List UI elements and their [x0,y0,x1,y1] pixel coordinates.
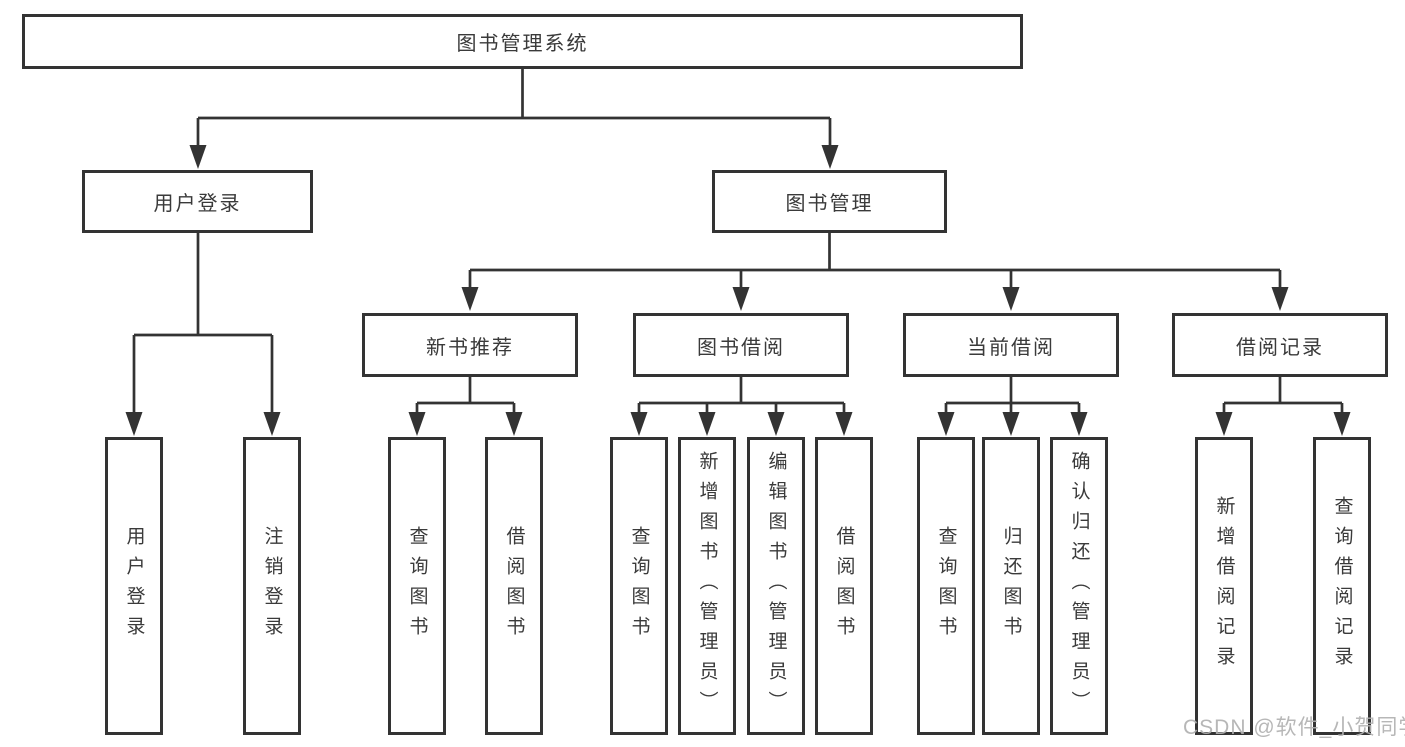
leaf-newbook-query-books: 查询图书 [388,437,446,735]
arrow-down-icon [767,412,785,436]
arrow-down-icon [1271,287,1289,311]
node-label: 新增图书（管理员） [696,451,718,721]
leaf-current-query-books: 查询图书 [917,437,975,735]
arrow-down-icon [821,145,839,169]
arrow-down-icon [1070,412,1088,436]
node-label: 确认归还（管理员） [1068,451,1090,721]
node-label: 新书推荐 [426,336,514,359]
arrow-down-icon [408,412,426,436]
node-current-borrow: 当前借阅 [903,313,1119,377]
node-book-management: 图书管理 [712,170,947,233]
node-label: 用户登录 [123,526,145,646]
node-label: 注销登录 [261,526,283,646]
node-new-book-recommend: 新书推荐 [362,313,578,377]
arrow-down-icon [263,412,281,436]
connector-book-borrow-children [630,377,853,436]
node-label: 图书管理系统 [456,33,589,55]
node-label: 编辑图书（管理员） [765,451,787,721]
node-label: 查询图书 [406,526,428,646]
node-label: 查询借阅记录 [1331,496,1353,676]
leaf-newbook-borrow-books: 借阅图书 [485,437,543,735]
arrow-down-icon [125,412,143,436]
node-label: 新增借阅记录 [1213,496,1235,676]
arrow-down-icon [630,412,648,436]
leaf-records-query-borrow-record: 查询借阅记录 [1313,437,1371,735]
leaf-borrow-add-books-admin: 新增图书（管理员） [678,437,736,735]
connector-user-login-children [125,233,281,436]
arrow-down-icon [732,287,750,311]
leaf-borrow-borrow-books: 借阅图书 [815,437,873,735]
arrow-down-icon [189,145,207,169]
leaf-borrow-edit-books-admin: 编辑图书（管理员） [747,437,805,735]
node-borrow-records: 借阅记录 [1172,313,1388,377]
connector-book-management-to-level3 [461,233,1289,311]
leaf-user-login: 用户登录 [105,437,163,735]
node-label: 查询图书 [628,526,650,646]
connector-new-book-children [408,377,523,436]
arrow-down-icon [461,287,479,311]
node-label: 用户登录 [153,193,242,215]
leaf-logout: 注销登录 [243,437,301,735]
node-label: 归还图书 [1000,526,1022,646]
leaf-current-return-books: 归还图书 [982,437,1040,735]
connector-borrow-records-children [1215,377,1351,436]
leaf-borrow-query-books: 查询图书 [610,437,668,735]
node-user-login: 用户登录 [82,170,313,233]
arrow-down-icon [937,412,955,436]
arrow-down-icon [835,412,853,436]
node-book-borrow: 图书借阅 [633,313,849,377]
node-label: 查询图书 [935,526,957,646]
leaf-records-add-borrow-record: 新增借阅记录 [1195,437,1253,735]
connector-root-to-level2 [189,69,839,169]
node-library-management-system: 图书管理系统 [22,14,1023,69]
connector-current-borrow-children [937,377,1088,436]
arrow-down-icon [1002,287,1020,311]
leaf-current-confirm-return-admin: 确认归还（管理员） [1050,437,1108,735]
node-label: 当前借阅 [967,336,1055,359]
arrow-down-icon [1333,412,1351,436]
node-label: 借阅记录 [1236,336,1324,359]
node-label: 借阅图书 [503,526,525,646]
arrow-down-icon [698,412,716,436]
node-label: 图书借阅 [697,336,785,359]
csdn-watermark: CSDN @软件_小贺同学 [1183,716,1405,739]
arrow-down-icon [1002,412,1020,436]
node-label: 图书管理 [785,193,874,215]
node-label: 借阅图书 [833,526,855,646]
arrow-down-icon [1215,412,1233,436]
arrow-down-icon [505,412,523,436]
